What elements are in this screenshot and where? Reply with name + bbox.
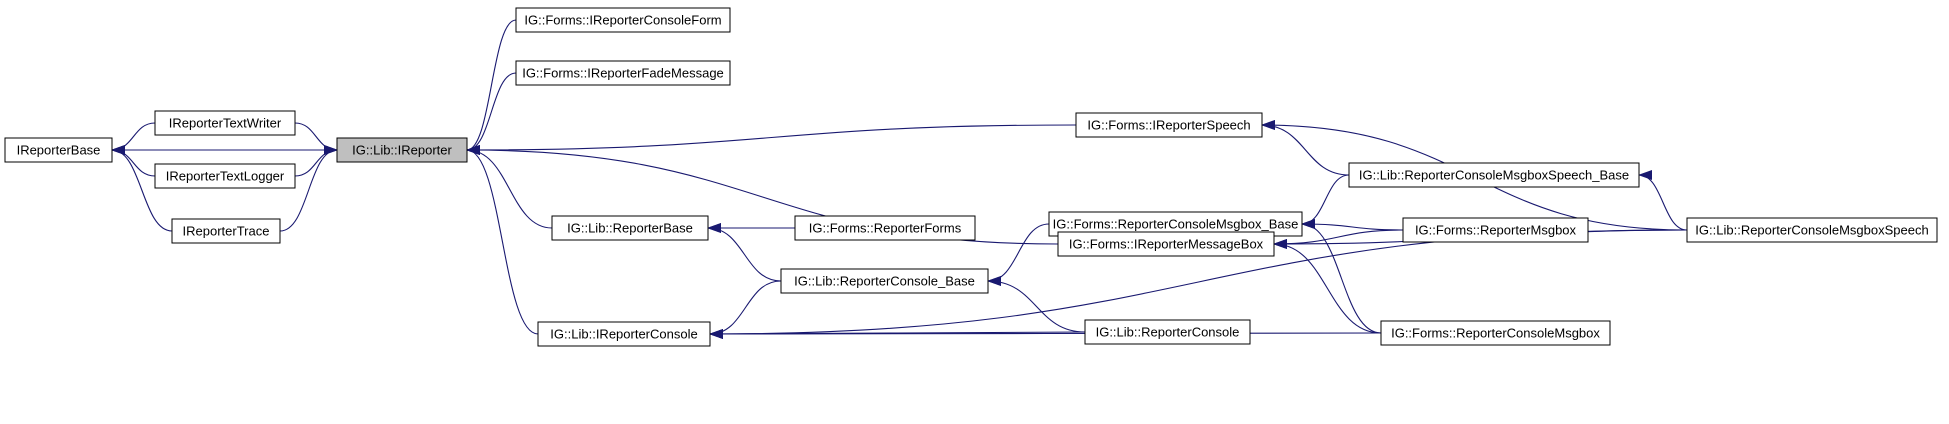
class-node-label: IG::Lib::ReporterConsoleMsgboxSpeech bbox=[1695, 223, 1928, 238]
class-node-msgboxspeech[interactable]: IG::Lib::ReporterConsoleMsgboxSpeech bbox=[1686, 217, 1938, 243]
class-node-label: IG::Forms::IReporterSpeech bbox=[1087, 118, 1250, 133]
class-node-box[interactable] bbox=[171, 218, 281, 244]
inheritance-edge-reporterbase-to-ireporter bbox=[466, 145, 553, 229]
class-node-label: IG::Lib::ReporterConsole_Base bbox=[794, 274, 975, 289]
inheritance-edge-textwriter-to-ireporter bbox=[294, 122, 338, 155]
class-node-label: IG::Lib::IReporterConsole bbox=[550, 327, 697, 342]
class-node-fademessage[interactable]: IG::Forms::IReporterFadeMessage bbox=[515, 60, 731, 86]
inheritance-edge-console-to-consolebase bbox=[987, 276, 1086, 333]
class-node-box[interactable] bbox=[154, 163, 296, 189]
class-node-speechbase[interactable]: IG::Lib::ReporterConsoleMsgboxSpeech_Bas… bbox=[1348, 162, 1640, 188]
class-node-box[interactable] bbox=[1402, 217, 1589, 243]
class-node-trace[interactable]: IReporterTrace bbox=[171, 218, 281, 244]
class-node-box[interactable] bbox=[336, 137, 468, 163]
inheritance-edge-msgboxspeech-to-speechbase bbox=[1638, 170, 1688, 231]
class-node-box[interactable] bbox=[154, 110, 296, 136]
inheritance-edge-consolemsgbox-to-iconsole bbox=[709, 328, 1382, 339]
inheritance-edge-textlogger-to-ireporterbase bbox=[111, 145, 156, 177]
class-node-label: IG::Lib::ReporterConsoleMsgboxSpeech_Bas… bbox=[1359, 168, 1629, 183]
class-node-consolemsgbox[interactable]: IG::Forms::ReporterConsoleMsgbox bbox=[1380, 320, 1611, 346]
class-node-box[interactable] bbox=[551, 215, 709, 241]
inheritance-edge-trace-to-ireporterbase bbox=[111, 145, 173, 232]
inheritance-edge-consoleform-to-ireporter bbox=[466, 19, 517, 155]
class-node-imessagebox[interactable]: IG::Forms::IReporterMessageBox bbox=[1057, 231, 1275, 257]
class-node-label: IG::Lib::ReporterBase bbox=[567, 221, 693, 236]
class-node-iconsole[interactable]: IG::Lib::IReporterConsole bbox=[537, 321, 711, 347]
inheritance-edge-textwriter-to-ireporterbase bbox=[111, 122, 156, 155]
class-node-box[interactable] bbox=[1348, 162, 1640, 188]
inheritance-edge-speechbase-to-speech bbox=[1261, 120, 1350, 176]
class-node-reporterforms[interactable]: IG::Forms::ReporterForms bbox=[794, 215, 976, 241]
class-node-label: IG::Lib::IReporter bbox=[352, 143, 452, 158]
class-node-reporterbase[interactable]: IG::Lib::ReporterBase bbox=[551, 215, 709, 241]
class-node-consolebase[interactable]: IG::Lib::ReporterConsole_Base bbox=[780, 268, 989, 294]
class-node-label: IReporterBase bbox=[17, 143, 101, 158]
class-node-speech[interactable]: IG::Forms::IReporterSpeech bbox=[1075, 112, 1263, 138]
node-layer: IG::Lib::IReporterIReporterBaseIReporter… bbox=[4, 7, 1938, 347]
class-node-label: IG::Forms::ReporterConsoleMsgbox bbox=[1391, 326, 1600, 341]
class-node-ireporterbase[interactable]: IReporterBase bbox=[4, 137, 113, 163]
class-node-label: IReporterTextWriter bbox=[169, 116, 282, 131]
class-node-box[interactable] bbox=[515, 7, 731, 33]
class-node-label: IG::Lib::ReporterConsole bbox=[1096, 325, 1240, 340]
class-node-label: IG::Forms::IReporterConsoleForm bbox=[524, 13, 721, 28]
inheritance-edge-msgboxbase-to-consolebase bbox=[987, 223, 1050, 286]
inheritance-edge-trace-to-ireporter bbox=[279, 145, 338, 232]
inheritance-edge-consolebase-to-iconsole bbox=[709, 280, 782, 339]
class-node-box[interactable] bbox=[1057, 231, 1275, 257]
inheritance-edge-reportermsgbox-to-msgboxbase bbox=[1301, 219, 1404, 231]
class-node-textlogger[interactable]: IReporterTextLogger bbox=[154, 163, 296, 189]
class-node-box[interactable] bbox=[780, 268, 989, 294]
class-node-box[interactable] bbox=[4, 137, 113, 163]
inheritance-edge-consolemsgbox-to-imessagebox bbox=[1273, 239, 1382, 334]
class-node-box[interactable] bbox=[1380, 320, 1611, 346]
inheritance-edge-consolemsgbox-to-msgboxbase bbox=[1301, 219, 1382, 334]
class-node-label: IG::Forms::ReporterForms bbox=[809, 221, 962, 236]
class-node-box[interactable] bbox=[1075, 112, 1263, 138]
class-node-label: IG::Forms::IReporterFadeMessage bbox=[522, 66, 724, 81]
class-node-label: IG::Forms::ReporterMsgbox bbox=[1415, 223, 1577, 238]
inheritance-edge-consolebase-to-reporterbase bbox=[707, 223, 782, 282]
class-node-label: IG::Forms::ReporterConsoleMsgbox_Base bbox=[1053, 217, 1299, 232]
class-node-label: IReporterTrace bbox=[183, 224, 270, 239]
class-node-box[interactable] bbox=[794, 215, 976, 241]
class-node-reportermsgbox[interactable]: IG::Forms::ReporterMsgbox bbox=[1402, 217, 1589, 243]
inheritance-edge-speech-to-ireporter bbox=[466, 124, 1077, 155]
class-node-box[interactable] bbox=[537, 321, 711, 347]
inheritance-edge-speechbase-to-msgboxbase bbox=[1301, 174, 1350, 229]
class-node-consoleform[interactable]: IG::Forms::IReporterConsoleForm bbox=[515, 7, 731, 33]
inheritance-edge-iconsole-to-ireporter bbox=[466, 145, 539, 335]
class-node-box[interactable] bbox=[1686, 217, 1938, 243]
class-node-label: IG::Forms::IReporterMessageBox bbox=[1069, 237, 1264, 252]
class-node-box[interactable] bbox=[1084, 319, 1251, 345]
class-node-label: IReporterTextLogger bbox=[166, 169, 285, 184]
class-node-box[interactable] bbox=[515, 60, 731, 86]
class-node-console[interactable]: IG::Lib::ReporterConsole bbox=[1084, 319, 1251, 345]
class-node-ireporter[interactable]: IG::Lib::IReporter bbox=[336, 137, 468, 163]
class-node-textwriter[interactable]: IReporterTextWriter bbox=[154, 110, 296, 136]
